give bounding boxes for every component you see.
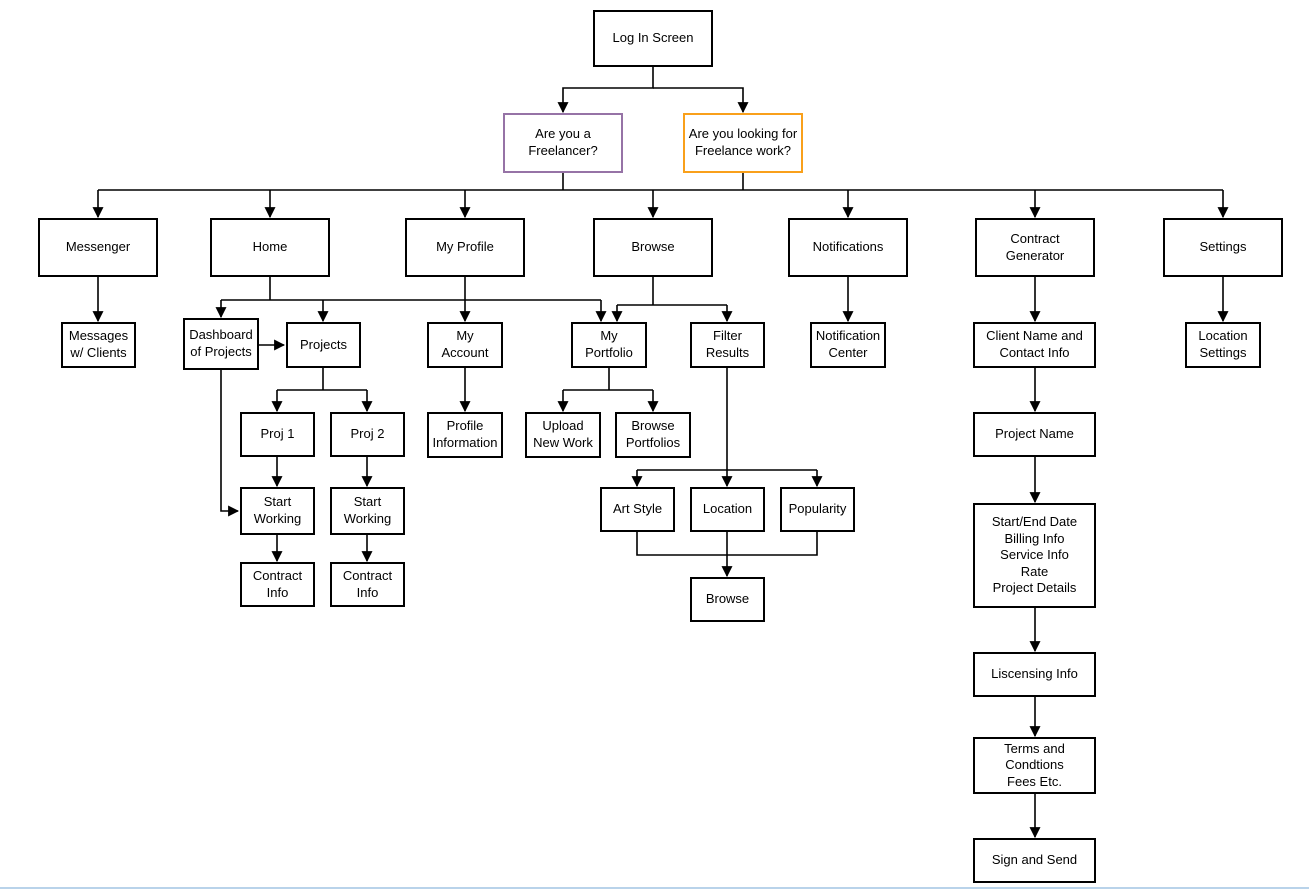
node-terms-and-conditions: Terms and Condtions Fees Etc. xyxy=(973,737,1096,794)
node-my-profile: My Profile xyxy=(405,218,525,277)
edge-45 xyxy=(727,532,818,556)
node-label-popularity: Popularity xyxy=(788,501,847,517)
node-label-settings: Settings xyxy=(1199,239,1247,255)
node-label-contract-generator: Contract Generator xyxy=(1005,230,1065,263)
node-label-contract-details: Start/End Date Billing Info Service Info… xyxy=(991,513,1078,596)
node-label-notification-center: Notification Center xyxy=(815,328,881,360)
node-notifications: Notifications xyxy=(788,218,908,277)
node-start-working-2: Start Working xyxy=(330,487,405,535)
node-label-location: Location xyxy=(702,501,753,517)
node-label-location-settings: Location Settings xyxy=(1198,328,1248,360)
node-label-notifications: Notifications xyxy=(812,239,884,255)
node-project-name: Project Name xyxy=(973,412,1096,457)
node-log-in-screen: Log In Screen xyxy=(593,10,713,67)
node-label-freelance-work-question: Are you looking for Freelance work? xyxy=(688,126,798,158)
node-label-my-account: My Account xyxy=(441,328,489,360)
node-label-sign-and-send: Sign and Send xyxy=(991,852,1078,868)
node-proj-2: Proj 2 xyxy=(330,412,405,457)
node-liscensing-info: Liscensing Info xyxy=(973,652,1096,697)
node-location-settings: Location Settings xyxy=(1185,322,1261,368)
node-contract-details: Start/End Date Billing Info Service Info… xyxy=(973,503,1096,608)
node-sign-and-send: Sign and Send xyxy=(973,838,1096,883)
node-projects: Projects xyxy=(286,322,361,368)
node-label-terms-and-conditions: Terms and Condtions Fees Etc. xyxy=(1004,740,1065,789)
node-contract-generator: Contract Generator xyxy=(975,218,1095,277)
node-label-projects: Projects xyxy=(300,336,347,352)
node-browse-portfolios: Browse Portfolios xyxy=(615,412,691,458)
node-label-dashboard-of-projects: Dashboard of Projects xyxy=(189,327,253,359)
edge-0 xyxy=(557,67,654,114)
node-proj-1: Proj 1 xyxy=(240,412,315,457)
edge-25 xyxy=(220,370,240,517)
node-label-log-in-screen: Log In Screen xyxy=(612,30,694,46)
node-label-browse-portfolios: Browse Portfolios xyxy=(625,418,681,450)
edge-44 xyxy=(636,532,727,556)
node-filter-results: Filter Results xyxy=(690,322,765,368)
node-label-project-name: Project Name xyxy=(995,426,1074,442)
node-freelance-work-question: Are you looking for Freelance work? xyxy=(683,113,803,173)
node-contract-info-1: Contract Info xyxy=(240,562,315,607)
node-label-filter-results: Filter Results xyxy=(705,328,750,360)
node-label-profile-information: Profile Information xyxy=(432,418,498,450)
node-label-liscensing-info: Liscensing Info xyxy=(991,666,1078,682)
node-label-upload-new-work: Upload New Work xyxy=(533,418,593,450)
node-label-freelancer-question: Are you a Freelancer? xyxy=(528,126,598,158)
edge-1 xyxy=(653,87,749,114)
node-home: Home xyxy=(210,218,330,277)
node-notification-center: Notification Center xyxy=(810,322,886,368)
node-messages-w-clients: Messages w/ Clients xyxy=(61,322,136,368)
node-label-contract-info-2: Contract Info xyxy=(342,567,393,600)
node-art-style: Art Style xyxy=(600,487,675,532)
node-label-browse: Browse xyxy=(631,239,675,255)
node-client-name-contact: Client Name and Contact Info xyxy=(973,322,1096,368)
node-label-messenger: Messenger xyxy=(65,239,131,255)
node-browse-filtered: Browse xyxy=(690,577,765,622)
node-label-home: Home xyxy=(252,239,288,255)
node-location: Location xyxy=(690,487,765,532)
node-settings: Settings xyxy=(1163,218,1283,277)
node-label-proj-2: Proj 2 xyxy=(350,426,385,442)
node-label-start-working-2: Start Working xyxy=(343,494,392,526)
node-contract-info-2: Contract Info xyxy=(330,562,405,607)
node-start-working-1: Start Working xyxy=(240,487,315,535)
node-label-art-style: Art Style xyxy=(612,501,663,517)
node-label-my-profile: My Profile xyxy=(436,239,494,255)
node-profile-information: Profile Information xyxy=(427,412,503,458)
node-freelancer-question: Are you a Freelancer? xyxy=(503,113,623,173)
node-messenger: Messenger xyxy=(38,218,158,277)
node-label-my-portfolio: My Portfolio xyxy=(585,328,633,360)
node-browse: Browse xyxy=(593,218,713,277)
node-label-client-name-contact: Client Name and Contact Info xyxy=(986,328,1083,360)
node-upload-new-work: Upload New Work xyxy=(525,412,601,458)
node-my-portfolio: My Portfolio xyxy=(571,322,647,368)
canvas-bottom-edge xyxy=(0,887,1309,889)
node-popularity: Popularity xyxy=(780,487,855,532)
node-label-contract-info-1: Contract Info xyxy=(252,567,303,600)
node-my-account: My Account xyxy=(427,322,503,368)
node-label-browse-filtered: Browse xyxy=(705,591,750,607)
node-label-start-working-1: Start Working xyxy=(253,494,302,526)
node-label-proj-1: Proj 1 xyxy=(260,426,295,442)
node-label-messages-w-clients: Messages w/ Clients xyxy=(68,328,129,360)
node-dashboard-of-projects: Dashboard of Projects xyxy=(183,318,259,370)
